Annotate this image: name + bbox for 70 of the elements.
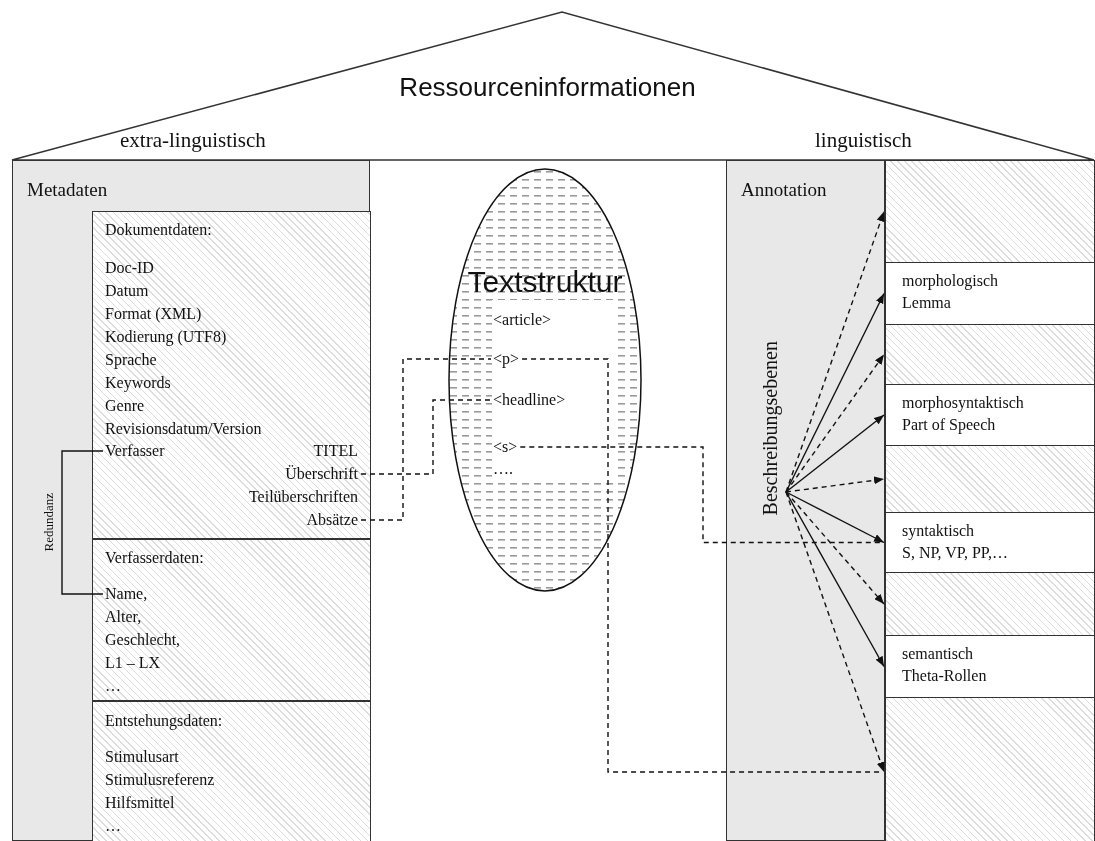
- level-heading: morphologisch: [902, 271, 998, 291]
- level-example: Lemma: [902, 293, 951, 313]
- arrow: [785, 491, 885, 605]
- level-example: S, NP, VP, PP,…: [902, 543, 1008, 563]
- list-item: Name,: [105, 584, 148, 604]
- arrow: [785, 491, 885, 773]
- list-item: L1 – LX: [105, 653, 161, 673]
- annotation-panel: [726, 160, 885, 841]
- list-item: Alter,: [105, 607, 142, 627]
- level-box: [885, 635, 1095, 698]
- hatched-band: [885, 324, 1095, 385]
- hatched-band: [885, 572, 1095, 636]
- level-heading: morphosyntaktisch: [902, 393, 1024, 413]
- title: Ressourceninformationen: [398, 72, 697, 102]
- ellipsis-text: ….: [493, 459, 513, 479]
- list-item: Kodierung (UTF8): [105, 327, 227, 347]
- list-item: Hilfsmittel: [105, 793, 175, 813]
- list-item: Geschlecht,: [105, 630, 181, 650]
- section-heading: Entstehungsdaten:: [105, 711, 223, 731]
- level-box: [885, 512, 1095, 573]
- arrow: [785, 476, 885, 493]
- list-item: Teilüberschriften: [248, 487, 358, 507]
- section-heading: linguistisch: [815, 128, 912, 152]
- list-item: Überschrift: [285, 464, 358, 484]
- connector-line: [61, 450, 104, 595]
- list-item: Stimulusreferenz: [105, 770, 215, 790]
- connector-line: [360, 358, 492, 521]
- arrow: [785, 292, 885, 493]
- connector-line: [360, 399, 492, 475]
- hatched-band: [885, 697, 1095, 841]
- section-heading: extra-linguistisch: [120, 128, 266, 152]
- list-item: Verfasser: [105, 441, 165, 461]
- vertical-heading: Beschreibungsebenen: [758, 341, 782, 516]
- section-box: [92, 701, 371, 841]
- list-item: TITEL: [313, 441, 358, 461]
- level-example: Part of Speech: [902, 415, 996, 435]
- list-item: Revisionsdatum/Version: [105, 419, 262, 439]
- section-box: [92, 211, 371, 539]
- hatched-band: [885, 160, 1095, 263]
- arrow: [785, 491, 885, 544]
- xml-tag: <headline>: [493, 390, 566, 410]
- level-example: Theta-Rollen: [902, 666, 987, 686]
- hatched-band: [885, 445, 1095, 513]
- section-heading: Verfasserdaten:: [105, 548, 204, 568]
- heading: Annotation: [741, 178, 827, 202]
- list-item: Format (XML): [105, 304, 202, 324]
- list-item: Genre: [105, 396, 145, 416]
- arrow: [785, 353, 885, 493]
- xml-tag: <p>: [493, 349, 520, 369]
- level-heading: syntaktisch: [902, 521, 974, 541]
- xml-tag: <article>: [493, 310, 551, 330]
- list-item: Stimulusart: [105, 747, 179, 767]
- level-box: [885, 262, 1095, 325]
- arrow: [785, 414, 885, 493]
- heading: Textstruktur: [466, 264, 624, 300]
- arrow: [785, 491, 885, 668]
- metadata-panel: [12, 160, 370, 841]
- list-item: Datum: [105, 281, 149, 301]
- list-item: Absätze: [306, 510, 358, 530]
- list-item: Keywords: [105, 373, 171, 393]
- xml-tag: <s>: [493, 437, 518, 457]
- level-heading: semantisch: [902, 644, 974, 664]
- list-item: …: [105, 676, 121, 696]
- level-box: [885, 384, 1095, 446]
- heading: Metadaten: [27, 178, 108, 202]
- section-box: [92, 539, 371, 701]
- section-heading: Dokumentdaten:: [105, 220, 212, 240]
- list-item: Sprache: [105, 350, 157, 370]
- list-item: Doc-ID: [105, 258, 154, 278]
- list-item: …: [105, 816, 121, 836]
